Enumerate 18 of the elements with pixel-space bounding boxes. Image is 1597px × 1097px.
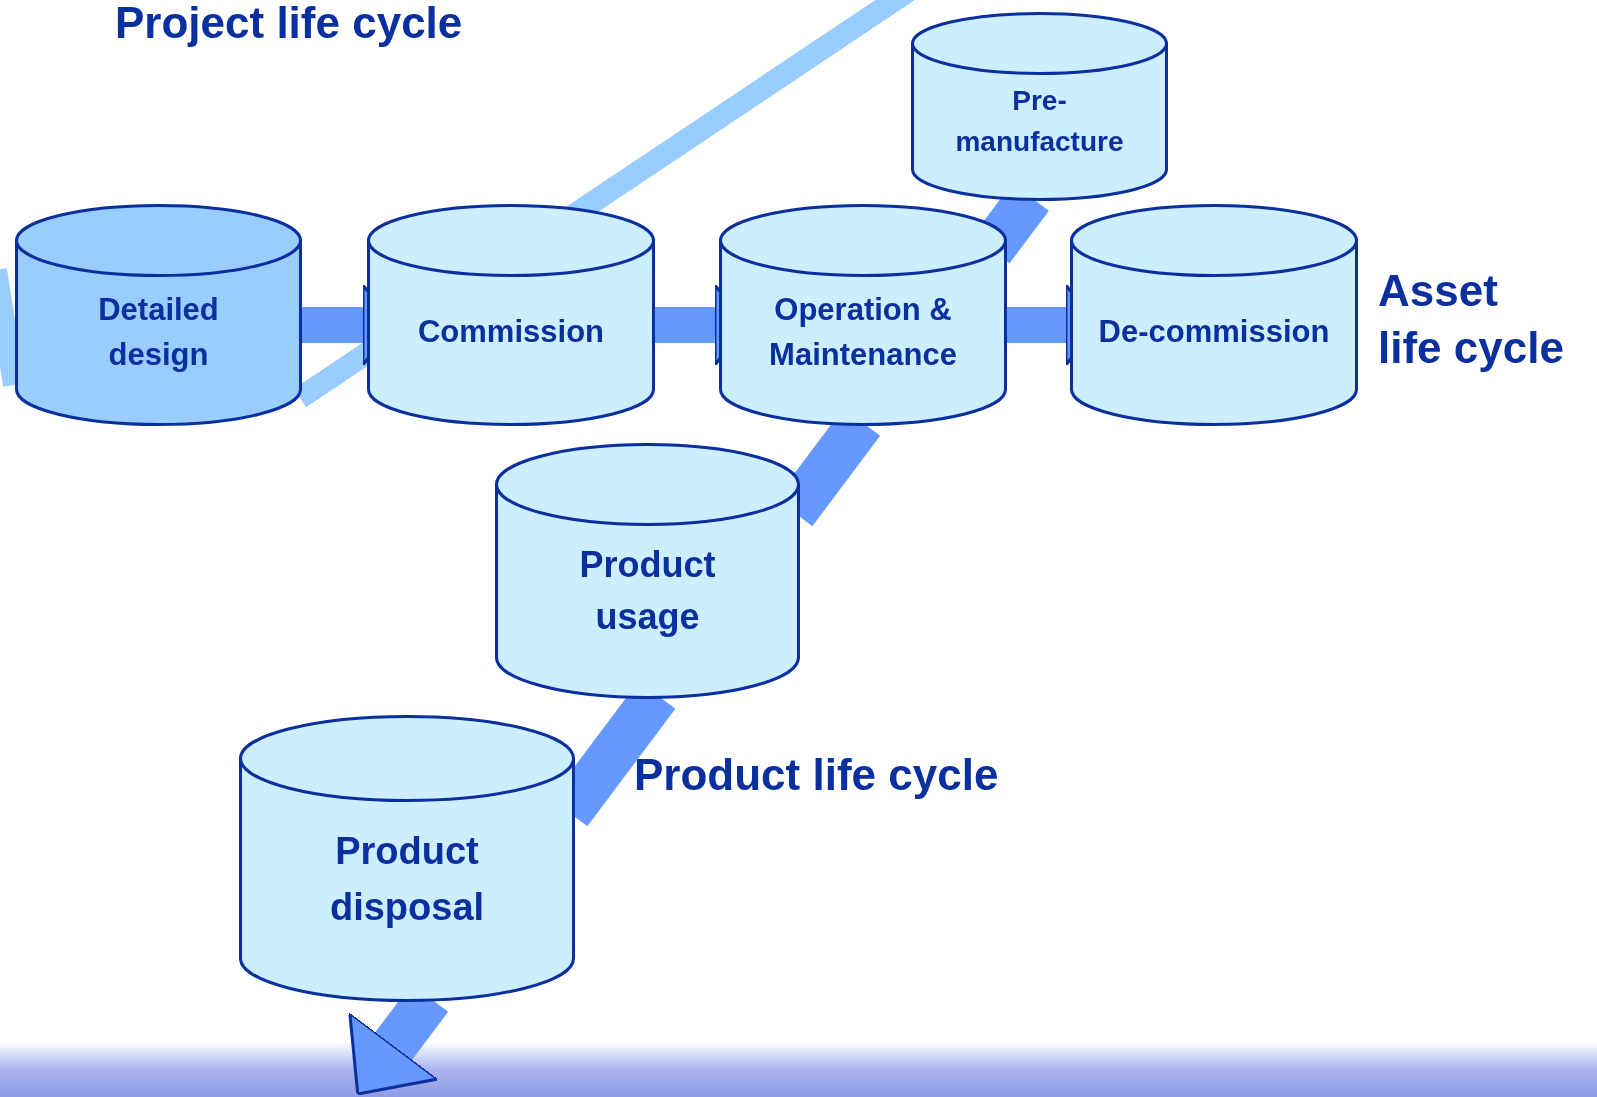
- stage-cylinder: [15, 204, 302, 426]
- stage-label: Product disposal: [328, 829, 486, 930]
- stage-cylinder: [495, 443, 800, 699]
- stage-cylinder: [367, 204, 655, 426]
- stage-cylinder: [1070, 204, 1358, 426]
- stage-label: Product usage: [578, 542, 717, 639]
- gradient-band: [0, 1042, 1597, 1097]
- section-title: Asset life cycle: [1378, 265, 1565, 375]
- section-title: Product life cycle: [634, 749, 1000, 801]
- section-title: Project life cycle: [115, 0, 464, 49]
- stage-cylinder: [911, 12, 1168, 201]
- stage-label: De-commission: [1098, 313, 1330, 352]
- stage-cylinder: [719, 204, 1007, 426]
- stage-label: Operation & Maintenance: [768, 290, 958, 374]
- stage-cylinder: [239, 715, 575, 1002]
- stage-label: Commission: [418, 313, 604, 352]
- stage-label: Pre-manufacture: [954, 83, 1125, 159]
- stage-label: Detailed design: [97, 290, 220, 374]
